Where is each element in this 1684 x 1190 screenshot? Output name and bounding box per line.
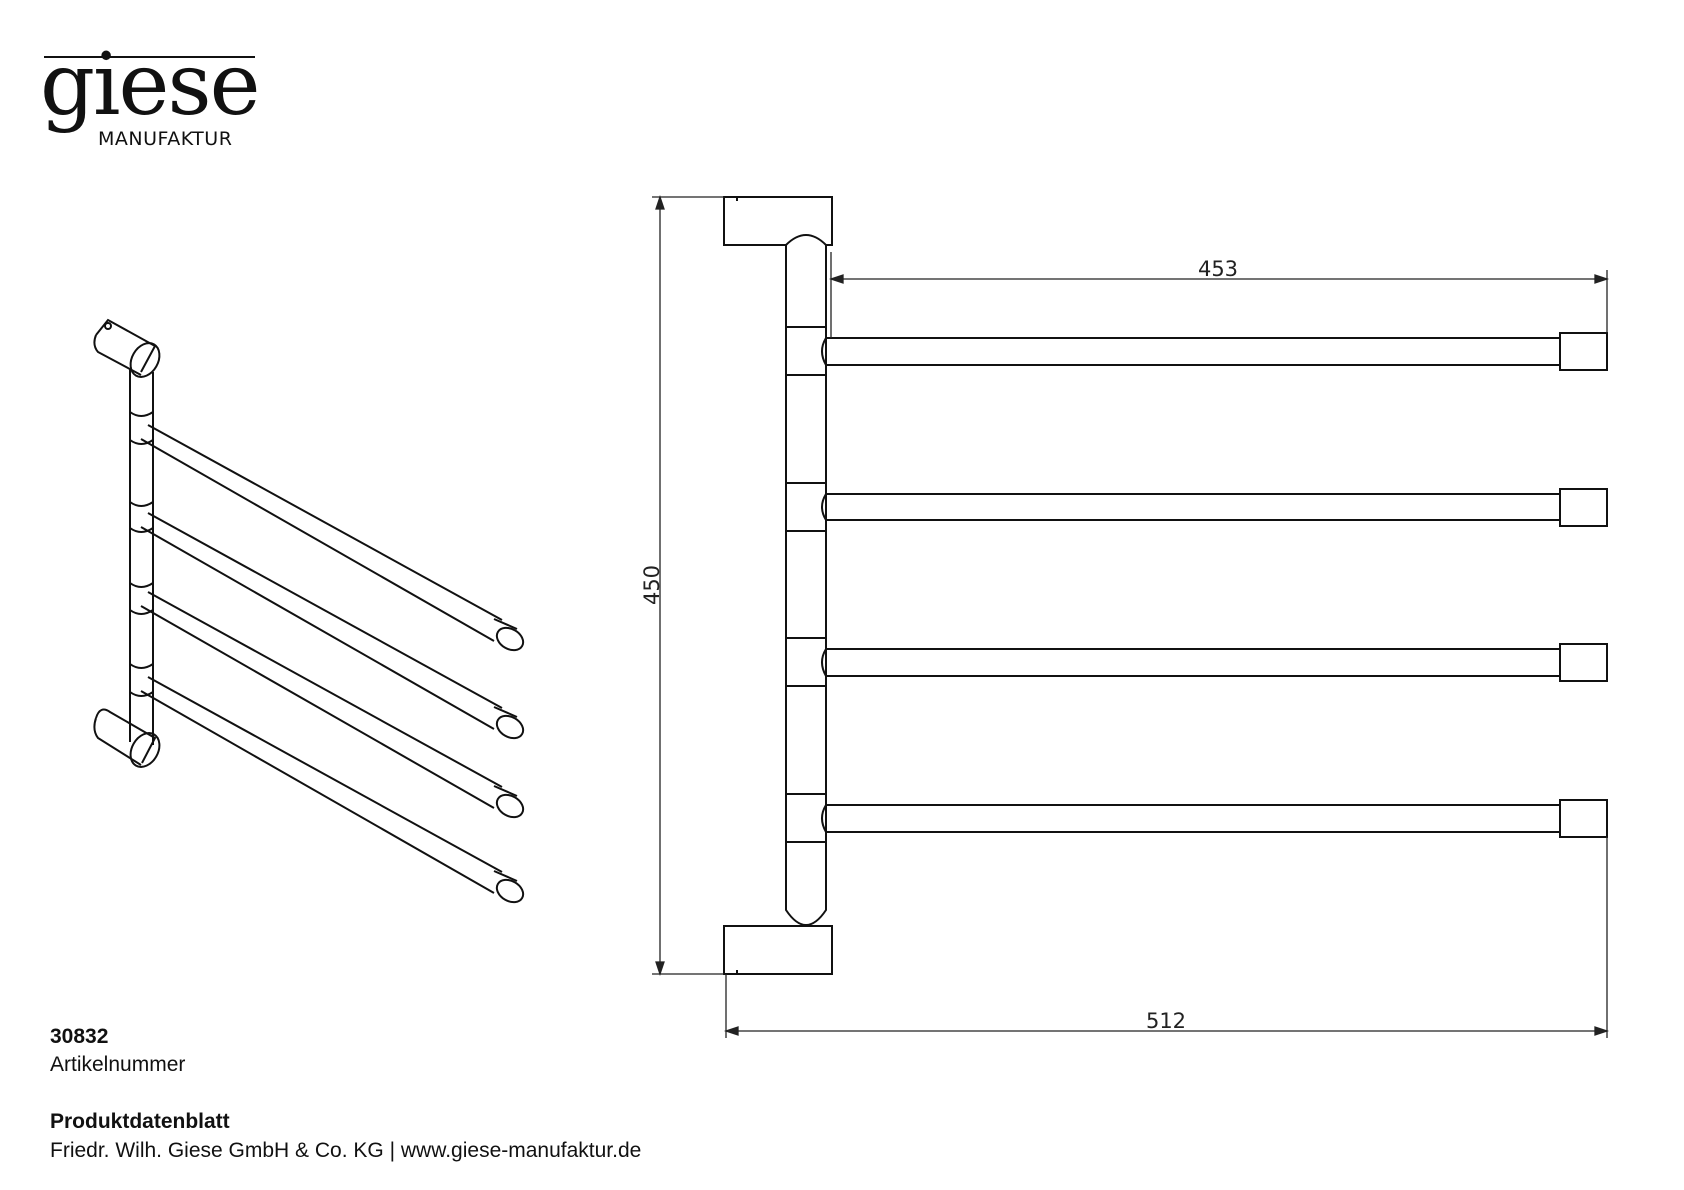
article-number-label: Artikelnummer [50,1053,186,1076]
logo-wordmark: giese [40,35,260,135]
dimension-arm-length [828,252,1610,338]
front-top-plate [723,196,833,246]
front-arm-3 [821,643,1608,682]
front-bottom-plate [723,925,833,975]
iso-arm-2 [140,512,525,740]
iso-arm-1 [140,424,525,652]
dimension-total-width [723,837,1610,1038]
isometric-view [93,318,525,904]
logo-rule [44,56,255,58]
logo-subtitle: MANUFAKTUR [98,128,233,150]
dimension-arm-length-label: 453 [1198,257,1238,281]
front-arm-1 [821,332,1608,371]
front-arm-2 [821,488,1608,527]
iso-arm-4 [140,676,525,904]
company-info: Friedr. Wilh. Giese GmbH & Co. KG | www.… [50,1139,642,1162]
dimension-height [652,194,724,977]
iso-top-bracket [93,318,161,378]
iso-arm-3 [140,591,525,819]
giese-logo: giese MANUFAKTUR [40,42,260,152]
iso-post [129,368,154,745]
front-arm-4 [821,799,1608,838]
front-post [785,234,827,926]
datasheet-title: Produktdatenblatt [50,1110,230,1133]
dimension-height-label: 450 [640,565,664,605]
iso-bottom-bracket [93,708,161,768]
article-number: 30832 [50,1025,109,1048]
front-view [723,196,1608,975]
dimension-total-width-label: 512 [1146,1009,1186,1033]
